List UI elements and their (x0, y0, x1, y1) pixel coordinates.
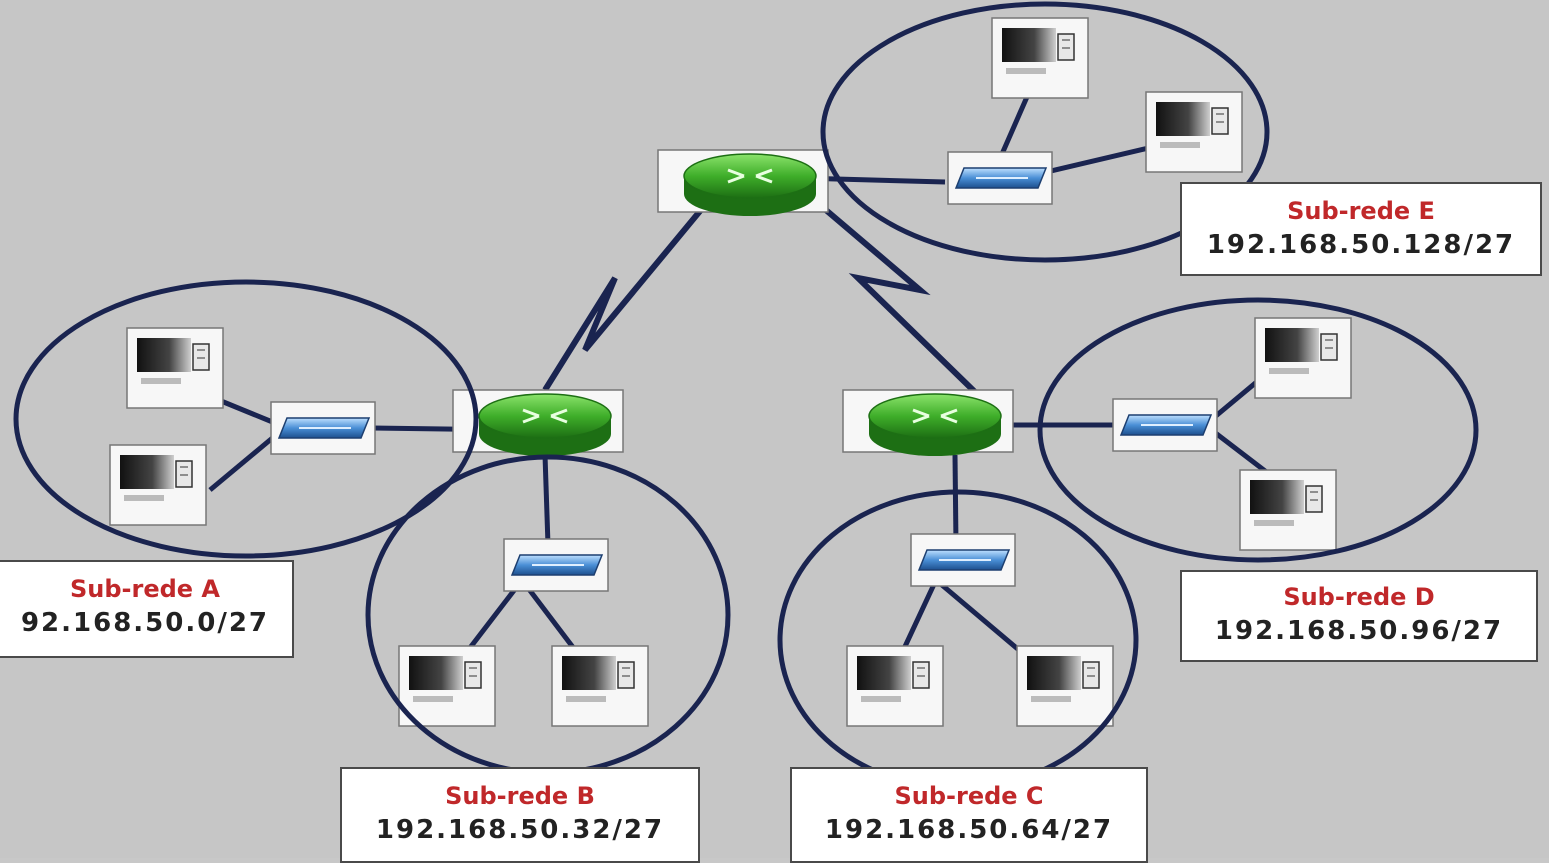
subnet-name: Sub-rede B (445, 782, 595, 810)
subnet-d-boundary (1037, 297, 1479, 563)
subnet-address: 192.168.50.32/27 (375, 815, 665, 845)
pc-icon (991, 17, 1089, 99)
subnet-address: 192.168.50.128/27 (1206, 230, 1516, 260)
pc-icon (126, 327, 224, 409)
pc-icon (846, 645, 944, 727)
subnet-name: Sub-rede C (894, 782, 1044, 810)
pc-icon (1254, 317, 1352, 399)
subnet-name: Sub-rede A (69, 575, 220, 603)
pc-icon (1145, 91, 1243, 173)
subnet-address: 92.168.50.0/27 (20, 608, 270, 638)
subnet-address: 192.168.50.64/27 (824, 815, 1114, 845)
subnet-a-boundary (13, 279, 479, 559)
switch-icon (947, 151, 1053, 205)
router-icon (841, 388, 1015, 458)
pc-icon (1016, 645, 1114, 727)
router-icon (656, 148, 830, 218)
serial-link-icon (542, 203, 708, 392)
switch-icon (1112, 398, 1218, 452)
subnet-d-label: Sub-rede D 192.168.50.96/27 (1180, 570, 1538, 662)
pc-icon (1239, 469, 1337, 551)
pc-icon (551, 645, 649, 727)
pc-icon (398, 645, 496, 727)
switch-icon (910, 533, 1016, 587)
subnet-e-boundary (820, 1, 1270, 263)
subnet-address: 192.168.50.96/27 (1214, 616, 1504, 646)
link-switch-a-pc (208, 428, 284, 492)
switch-icon (270, 401, 376, 455)
link-router-left-switch-b (542, 454, 551, 546)
router-icon (451, 388, 625, 458)
subnet-c-label: Sub-rede C 192.168.50.64/27 (790, 767, 1148, 863)
link-router-right-switch-c (952, 454, 959, 546)
serial-link-icon (818, 202, 978, 395)
subnet-a-label: Sub-rede A 92.168.50.0/27 (0, 560, 294, 658)
switch-icon (503, 538, 609, 592)
subnet-name: Sub-rede E (1287, 197, 1435, 225)
subnet-name: Sub-rede D (1283, 583, 1435, 611)
subnet-b-label: Sub-rede B 192.168.50.32/27 (340, 767, 700, 863)
pc-icon (109, 444, 207, 526)
subnet-e-label: Sub-rede E 192.168.50.128/27 (1180, 182, 1542, 276)
